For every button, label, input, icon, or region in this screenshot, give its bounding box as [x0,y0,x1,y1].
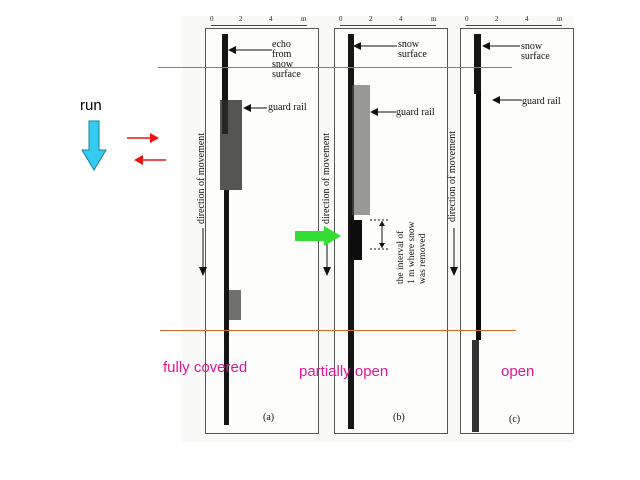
pointer-arrow-icon [228,46,272,54]
axis-unit: m [431,15,437,23]
green-right-arrow-icon [295,226,341,246]
caption-fully-covered: fully covered [163,359,248,376]
echo-trace [224,190,229,425]
left-arrow-icon [134,155,166,165]
axis-tick-0: 0 [210,15,214,23]
run-label: run [80,97,102,114]
guard-rail-annotation: guard rail [396,107,435,118]
panel-id: (c) [509,414,521,425]
down-arrow-icon [81,120,107,171]
pointer-arrow-icon [370,108,396,116]
axis-tick-4: 4 [525,15,529,23]
caption-partially-open: partially open [299,363,389,380]
interval-bracket-icon [370,219,390,250]
echo-trace [476,92,481,340]
caption-open: open [501,363,535,380]
pointer-arrow-icon [353,42,397,50]
axis-unit: m [557,15,563,23]
panel-id: (b) [393,412,405,423]
pointer-arrow-icon [482,42,520,50]
guard-rail-annotation: guard rail [268,102,307,113]
down-arrow-icon [450,228,458,276]
axis-tick-2: 2 [495,15,499,23]
echo-trace [220,100,242,190]
axis-line-c [466,25,562,26]
panel-id: (a) [263,412,275,423]
down-arrow-icon [199,228,207,276]
echo-trace [229,290,241,320]
echo-trace [350,220,362,260]
pointer-arrow-icon [243,104,267,112]
direction-of-movement-label: direction of movement [321,132,332,224]
axis-unit: m [301,15,307,23]
axis-line-a [211,25,307,26]
axis-tick-2: 2 [239,15,243,23]
axis-tick-4: 4 [269,15,273,23]
reference-line-top [158,67,512,68]
axis-tick-0: 0 [339,15,343,23]
echo-trace [472,340,479,432]
reference-line-bottom [160,330,516,331]
guard-rail-annotation: guard rail [522,96,561,107]
echo-trace [222,34,228,134]
axis-line-b [340,25,436,26]
pointer-arrow-icon [492,96,522,104]
axis-tick-4: 4 [399,15,403,23]
direction-of-movement-label: direction of movement [196,132,207,224]
echo-trace [352,85,370,215]
axis-tick-2: 2 [369,15,373,23]
axis-tick-0: 0 [465,15,469,23]
echo-trace [474,34,481,94]
right-arrow-icon [127,133,159,143]
direction-of-movement-label: direction of movement [447,130,458,222]
